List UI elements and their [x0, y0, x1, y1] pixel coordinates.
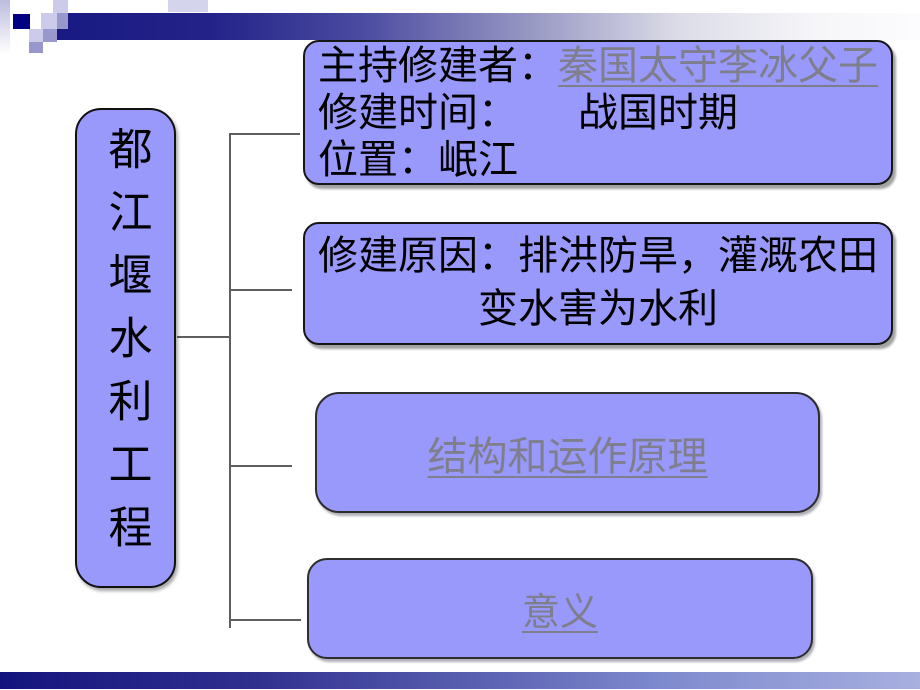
- connector-to-structure: [229, 465, 292, 467]
- node-meaning: 意义: [307, 558, 813, 659]
- node-reason: 修建原因：排洪防旱，灌溉农田 变水害为水利: [303, 222, 893, 345]
- builder-hyperlink[interactable]: 秦国太守李冰父子: [558, 43, 878, 89]
- root-title-text: 都江堰水利工程: [100, 126, 152, 567]
- node-basic-info: 主持修建者：秦国太守李冰父子 修建时间： 战国时期 位置：岷江: [303, 40, 893, 185]
- connector-to-info: [229, 133, 300, 135]
- deco-square-purple: [43, 29, 57, 42]
- deco-square-lavender: [53, 0, 68, 13]
- builder-line: 主持修建者：秦国太守李冰父子: [318, 43, 891, 90]
- connector-trunk-vertical: [229, 133, 231, 628]
- node-structure: 结构和运作原理: [315, 392, 820, 513]
- deco-square-purple: [29, 42, 43, 53]
- reason-line-2: 变水害为水利: [478, 286, 718, 332]
- meaning-hyperlink[interactable]: 意义: [521, 590, 598, 634]
- reason-line-1: 修建原因：排洪防旱，灌溉农田: [318, 233, 878, 279]
- deco-square-purple: [57, 13, 68, 29]
- connector-to-meaning: [229, 619, 301, 621]
- connector-to-reason: [229, 289, 292, 291]
- node-root-title: 都江堰水利工程: [75, 108, 176, 588]
- deco-square-lavender: [29, 29, 43, 42]
- top-gradient-bar: [57, 13, 920, 40]
- deco-square-navy: [13, 14, 30, 29]
- left-gradient-strip: [0, 0, 10, 54]
- location-line: 位置：岷江: [318, 137, 518, 183]
- bottom-gradient-bar: [0, 672, 920, 689]
- connector-root-stub: [177, 336, 230, 338]
- time-line: 修建时间： 战国时期: [318, 90, 738, 136]
- deco-square-lavender: [41, 13, 57, 29]
- structure-hyperlink[interactable]: 结构和运作原理: [427, 433, 708, 480]
- builder-label: 主持修建者：: [318, 43, 558, 89]
- deco-square-lavender: [168, 0, 208, 12]
